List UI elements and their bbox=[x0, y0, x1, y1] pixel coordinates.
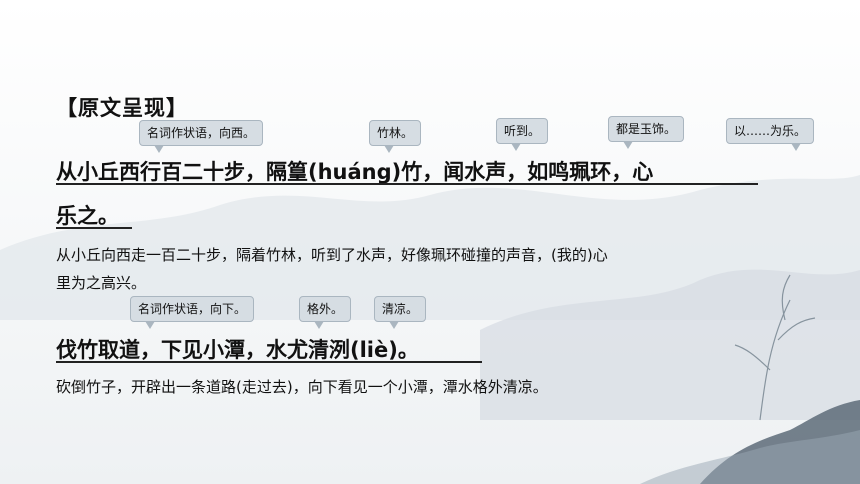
note-callout: 名词作状语，向西。 bbox=[139, 120, 264, 153]
translation-line: 砍倒竹子，开辟出一条道路(走过去)，向下看见一个小潭，潭水格外清凉。 bbox=[56, 378, 548, 396]
original-text-line: 从小丘西行百二十步，隔篁(huáng)竹，闻水声，如鸣珮环，心 bbox=[56, 160, 654, 184]
original-text-line: 乐之。 bbox=[56, 204, 119, 228]
translation-line: 从小丘向西走一百二十步，隔着竹林，听到了水声，好像珮环碰撞的声音，(我的)心 bbox=[56, 246, 608, 264]
section-title: 【原文呈现】 bbox=[56, 96, 188, 120]
note-callout: 听到。 bbox=[496, 118, 549, 151]
note-callout: 格外。 bbox=[299, 296, 352, 329]
bottom-right-rocks-light bbox=[640, 430, 860, 484]
note-callout: 名词作状语，向下。 bbox=[130, 296, 255, 329]
note-callout: 都是玉饰。 bbox=[608, 116, 685, 149]
underline bbox=[56, 361, 482, 363]
underline bbox=[56, 227, 132, 229]
note-callout: 竹林。 bbox=[369, 120, 422, 153]
underline bbox=[56, 183, 758, 185]
plant-sprig bbox=[734, 274, 816, 421]
note-callout: 以……为乐。 bbox=[726, 118, 815, 151]
original-text-line: 伐竹取道，下见小潭，水尤清洌(liè)。 bbox=[56, 338, 419, 362]
note-callout: 清凉。 bbox=[374, 296, 427, 329]
far-mountain bbox=[0, 175, 860, 320]
translation-line: 里为之高兴。 bbox=[56, 274, 147, 292]
